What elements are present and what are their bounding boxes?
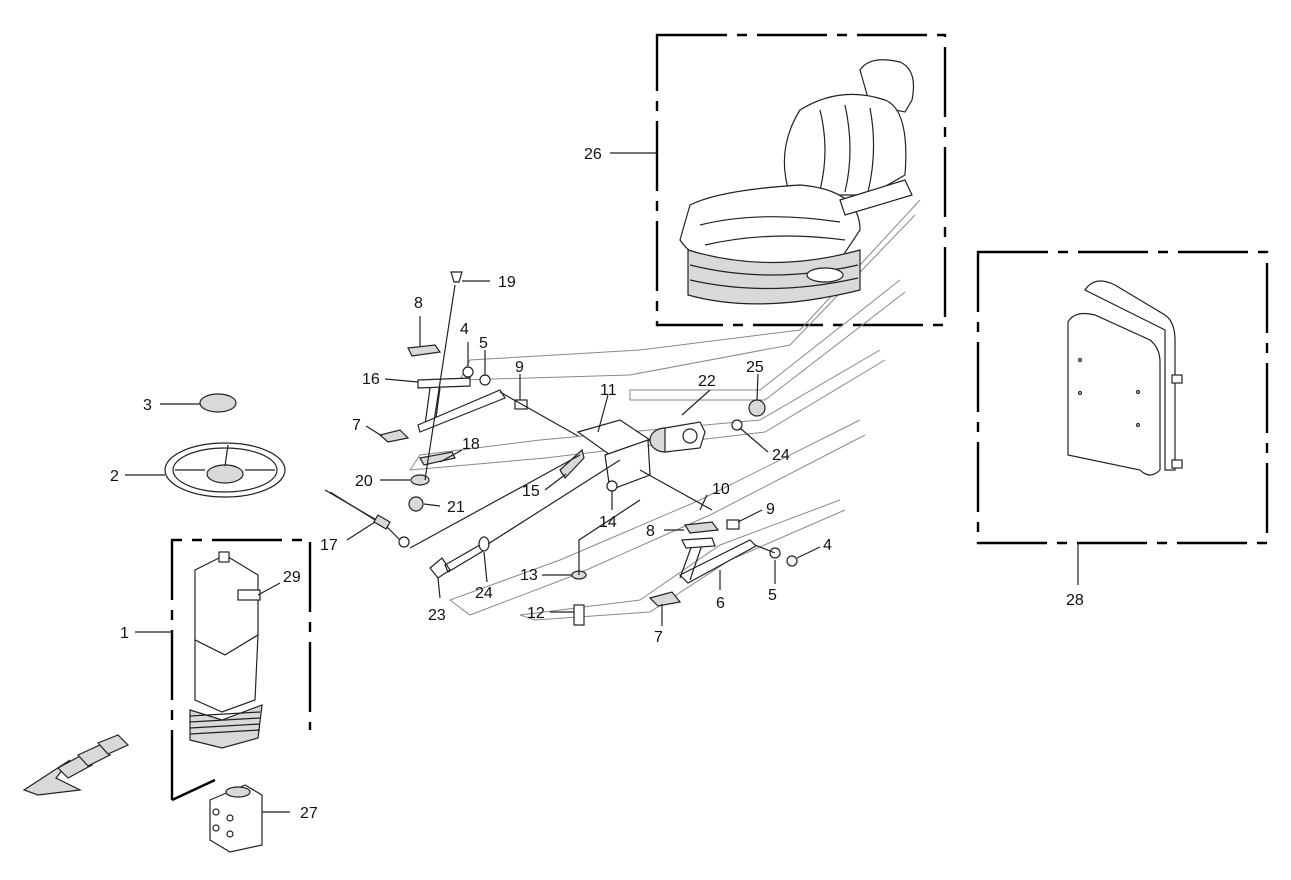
callout-2: 2 (110, 468, 119, 485)
callout-22: 22 (698, 373, 716, 390)
bushing (479, 374, 491, 386)
callout-18: 18 (462, 436, 480, 453)
control-bracket (499, 391, 713, 511)
callout-24-left: 24 (475, 585, 493, 602)
callout-10: 10 (712, 481, 730, 498)
steering-wheel (164, 442, 286, 498)
brake-valve (649, 421, 706, 453)
callout-28: 28 (1066, 592, 1084, 609)
callout-27: 27 (300, 805, 318, 822)
horn-cap (199, 393, 237, 413)
callout-3: 3 (143, 397, 152, 414)
right-pedal-assembly (648, 519, 798, 607)
callout-5-right: 5 (768, 587, 777, 604)
callout-8-right: 8 (646, 523, 655, 540)
callout-13: 13 (520, 567, 538, 584)
washer-24-right (731, 419, 743, 431)
callout-6: 6 (716, 595, 725, 612)
column-group-frame (170, 538, 312, 800)
callout-23: 23 (428, 607, 446, 624)
seat-group-frame (655, 33, 947, 327)
callout-15: 15 (522, 483, 540, 500)
callout-21: 21 (447, 499, 465, 516)
callout-9-right: 9 (766, 501, 775, 518)
callout-14: 14 (599, 514, 617, 531)
callout-17: 17 (320, 537, 338, 554)
nut-25 (748, 399, 766, 417)
callout-12: 12 (527, 605, 545, 622)
column-frame-tail (171, 778, 216, 802)
callout-1: 1 (120, 625, 129, 642)
callout-25: 25 (746, 359, 764, 376)
cab-side-panel (1067, 280, 1183, 476)
callout-5-upper: 5 (479, 335, 488, 352)
front-direction-arrow-icon (22, 734, 130, 796)
callout-8-left: 8 (414, 295, 423, 312)
operator-seat (679, 59, 915, 305)
callout-24-right: 24 (772, 447, 790, 464)
callout-20: 20 (355, 473, 373, 490)
callout-26: 26 (584, 146, 602, 163)
callout-9-upper: 9 (515, 359, 524, 376)
steering-column (189, 551, 263, 749)
callout-19: 19 (498, 274, 516, 291)
steering-unit (209, 784, 263, 853)
left-pedal-assembly (378, 271, 506, 512)
panel-group-frame (976, 250, 1269, 545)
callout-7-right: 7 (654, 629, 663, 646)
tie-rod (487, 459, 621, 545)
control-cable (324, 454, 581, 549)
callout-4-right: 4 (823, 537, 832, 554)
callout-11: 11 (600, 382, 617, 399)
callout-7-left: 7 (352, 417, 361, 434)
callout-29: 29 (283, 569, 301, 586)
callout-4-upper: 4 (460, 321, 469, 338)
bolt-12 (573, 604, 585, 626)
seal-ring (462, 366, 474, 378)
callout-16: 16 (362, 371, 380, 388)
leader-lines (125, 152, 1079, 813)
washer-24-left (478, 536, 490, 552)
